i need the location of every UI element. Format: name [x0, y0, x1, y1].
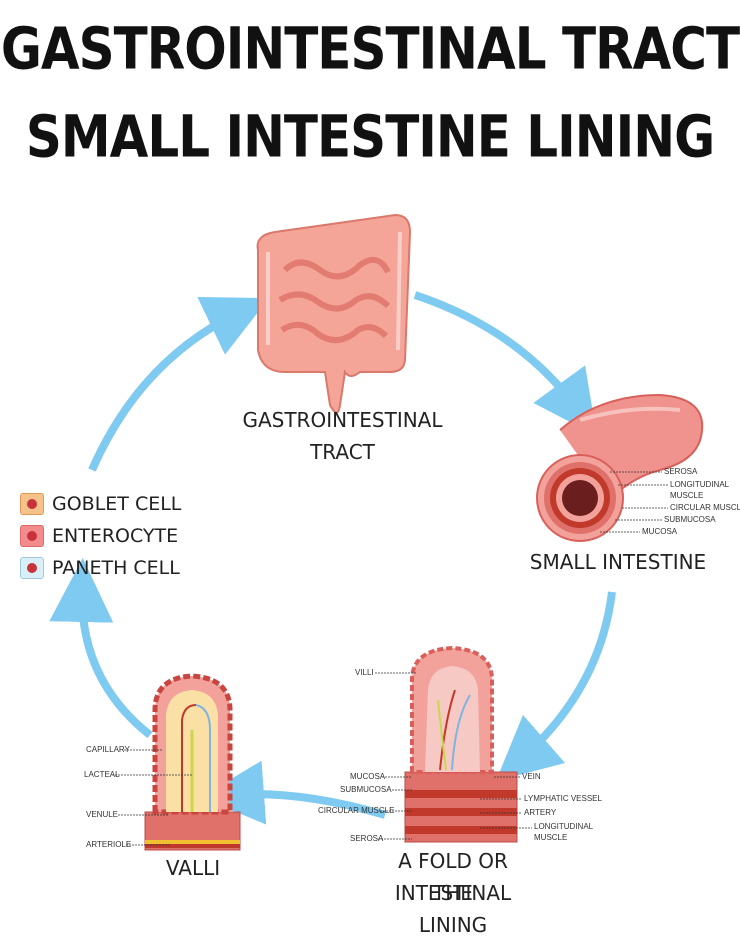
arrow-legend-to-gi	[88, 297, 269, 472]
si-label-serosa: SEROSA	[664, 467, 698, 476]
label-fold-line-2: INTESTINAL LINING	[394, 881, 512, 937]
goblet-cell-swatch	[20, 493, 44, 515]
fold-label-mucosa: MUCOSA	[350, 772, 386, 781]
fold-label-lymphatic-vessel: LYMPHATIC VESSEL	[524, 794, 602, 803]
title-line-2: SMALL INTESTINE LINING	[25, 103, 715, 171]
si-label-mucosa: MUCOSA	[642, 527, 678, 536]
villus-illustration	[144, 673, 241, 851]
arrow-gi-to-small-intestine	[413, 291, 597, 436]
intestinal-fold-illustration	[404, 645, 518, 843]
cell-type-legend: GOBLET CELL ENTEROCYTE PANETH CELL	[20, 488, 181, 584]
fold-label-submucosa: SUBMUCOSA	[340, 785, 392, 794]
arrow-villus-to-gi	[49, 558, 153, 739]
legend-label: GOBLET CELL	[52, 493, 182, 515]
villus-label-venule: VENULE	[86, 810, 119, 819]
si-label-submucosa: SUBMUCOSA	[664, 515, 716, 524]
legend-label: PANETH CELL	[52, 557, 180, 579]
fold-label-vein: VEIN	[522, 772, 541, 781]
villus-leaders	[112, 749, 192, 846]
legend-item-goblet-cell: GOBLET CELL	[20, 488, 181, 520]
fold-label-muscle: MUSCLE	[534, 833, 568, 842]
title-line-1: GASTROINTESTINAL TRACT	[0, 15, 740, 83]
arrow-small-intestine-to-fold	[495, 591, 616, 782]
small-intestine-illustration	[536, 393, 704, 542]
fold-label-villi: VILLI	[355, 668, 374, 677]
legend-label: ENTEROCYTE	[52, 525, 179, 547]
villus-label-capillary: CAPILLARY	[86, 745, 130, 754]
label-fold-line-1: A FOLD OR THE	[398, 849, 508, 905]
gi-tract-illustration	[256, 213, 412, 414]
small-intestine-leaders	[600, 471, 668, 533]
fold-label-longitudinal: LONGITUDINAL	[534, 822, 594, 831]
legend-item-paneth-cell: PANETH CELL	[20, 552, 181, 584]
fold-leaders	[375, 672, 532, 840]
paneth-cell-swatch	[20, 557, 44, 579]
fold-label-serosa: SEROSA	[350, 834, 384, 843]
enterocyte-swatch	[20, 525, 44, 547]
si-label-longitudinal: LONGITUDINAL	[670, 480, 730, 489]
label-small-intestine: SMALL INTESTINE	[529, 550, 707, 574]
si-label-muscle: MUSCLE	[670, 491, 704, 500]
label-villus: VALLI	[165, 856, 221, 880]
villus-label-arteriole: ARTERIOLE	[86, 840, 132, 849]
arrow-fold-to-villus	[200, 760, 387, 825]
fold-label-artery: ARTERY	[524, 808, 557, 817]
fold-label-circular-muscle: CIRCULAR MUSCLE	[318, 806, 395, 815]
villus-label-lacteal: LACTEAL	[84, 770, 120, 779]
legend-item-enterocyte: ENTEROCYTE	[20, 520, 181, 552]
si-label-circular-muscle: CIRCULAR MUSCLE	[670, 503, 740, 512]
